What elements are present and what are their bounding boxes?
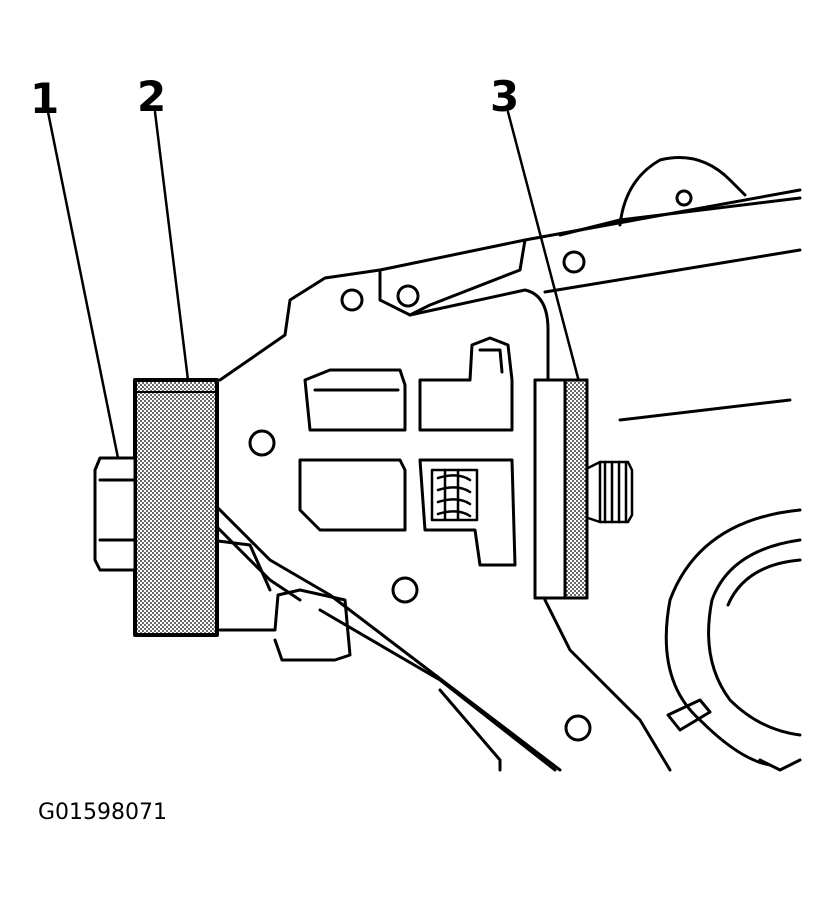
housing-outline	[218, 268, 550, 382]
leader-line-2	[153, 110, 190, 382]
installer-body	[133, 378, 219, 637]
leader-line-3	[506, 110, 580, 380]
callout-1-label: 1	[30, 74, 60, 123]
window-bottom-left	[298, 458, 407, 532]
bearing-ring	[664, 508, 802, 772]
figure-id-label: G01598071	[38, 800, 168, 825]
window-bottom-right	[418, 458, 517, 567]
callout-2-label: 2	[137, 72, 167, 121]
hole	[562, 250, 586, 274]
leader-line-1	[46, 110, 120, 460]
threaded-stud	[586, 460, 634, 524]
window-top-left	[303, 368, 407, 432]
window-top-right	[418, 336, 514, 432]
hole	[564, 714, 592, 742]
hole	[391, 576, 419, 604]
callout-3-label: 3	[490, 72, 520, 121]
hole	[248, 429, 276, 457]
lower-tab	[218, 588, 352, 662]
hole	[340, 288, 364, 312]
spring	[430, 468, 479, 522]
hole	[396, 284, 420, 308]
bolt-head	[93, 456, 137, 572]
upper-arm	[378, 156, 802, 422]
